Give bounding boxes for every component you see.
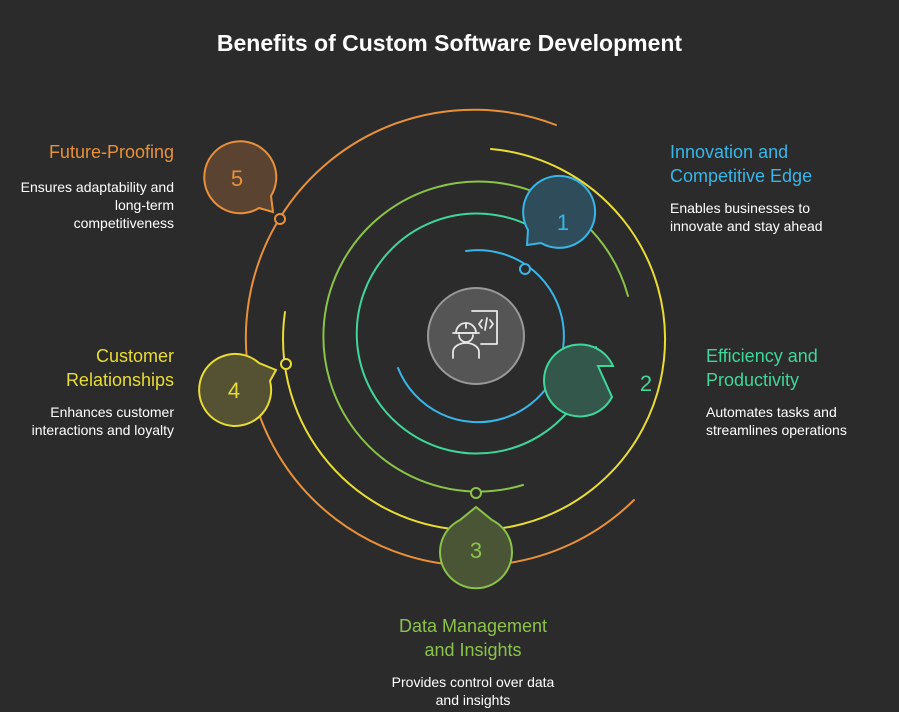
heading-step-3: Data Management and Insights (343, 614, 603, 662)
badge-number-5: 5 (231, 166, 243, 191)
connector-dot-5 (274, 213, 286, 225)
heading-step-2-line2: Productivity (706, 370, 800, 390)
connector-dot-3 (470, 487, 482, 499)
heading-step-3-line1: Data Management (398, 616, 548, 636)
description-step-4-line1: Enhances customer (50, 404, 174, 420)
connector-dot-1 (519, 263, 531, 275)
heading-step-2-line1: Efficiency and (706, 346, 818, 366)
badge-step-3: 3 (439, 505, 513, 590)
heading-step-3-line2: and Insights (424, 640, 522, 660)
description-step-5: Ensures adaptability and long-term compe… (0, 178, 174, 232)
description-step-2-line1: Automates tasks and (706, 404, 837, 420)
description-step-5-line2: long-term (114, 197, 174, 213)
heading-step-5: Future-Proofing (0, 140, 174, 164)
arc-step-2 (355, 212, 597, 455)
heading-step-4: Customer Relationships (0, 344, 174, 392)
heading-step-1: Innovation and Competitive Edge (670, 140, 812, 188)
description-step-2-line2: streamlines operations (706, 422, 847, 438)
connector-dot-4 (280, 358, 292, 370)
description-step-5-line3: competitiveness (73, 215, 174, 231)
heading-step-2: Efficiency and Productivity (706, 344, 818, 392)
badge-number-1: 1 (557, 210, 569, 235)
heading-step-1-line1: Innovation and (670, 142, 789, 162)
description-step-4: Enhances customer interactions and loyal… (0, 403, 174, 439)
description-step-2: Automates tasks and streamlines operatio… (706, 403, 847, 439)
description-step-1-line2: innovate and stay ahead (670, 218, 823, 234)
badge-step-1: 1 (522, 174, 597, 249)
badge-step-2: 2 (543, 343, 652, 418)
description-step-5-line1: Ensures adaptability and (20, 179, 174, 195)
badge-number-2: 2 (640, 371, 652, 396)
badge-step-5: 5 (203, 140, 278, 215)
heading-step-5-line1: Future-Proofing (48, 142, 174, 162)
badge-step-4: 4 (198, 352, 278, 427)
center-hub (427, 287, 525, 385)
description-step-4-line2: interactions and loyalty (31, 422, 174, 438)
description-step-1-line1: Enables businesses to (670, 200, 811, 216)
description-step-3: Provides control over data and insights (343, 673, 603, 709)
heading-step-4-line2: Relationships (65, 370, 174, 390)
arc-step-4 (282, 148, 667, 532)
heading-step-1-line2: Competitive Edge (670, 166, 813, 186)
developer-with-code-icon (452, 310, 498, 359)
description-step-3-line1: Provides control over data (391, 674, 555, 690)
description-step-3-line2: and insights (435, 692, 511, 708)
heading-step-4-line1: Customer (95, 346, 174, 366)
diagram-title: Benefits of Custom Software Development (216, 30, 683, 56)
badge-number-3: 3 (470, 538, 482, 563)
description-step-1: Enables businesses to innovate and stay … (670, 199, 823, 235)
badge-number-4: 4 (228, 378, 240, 403)
